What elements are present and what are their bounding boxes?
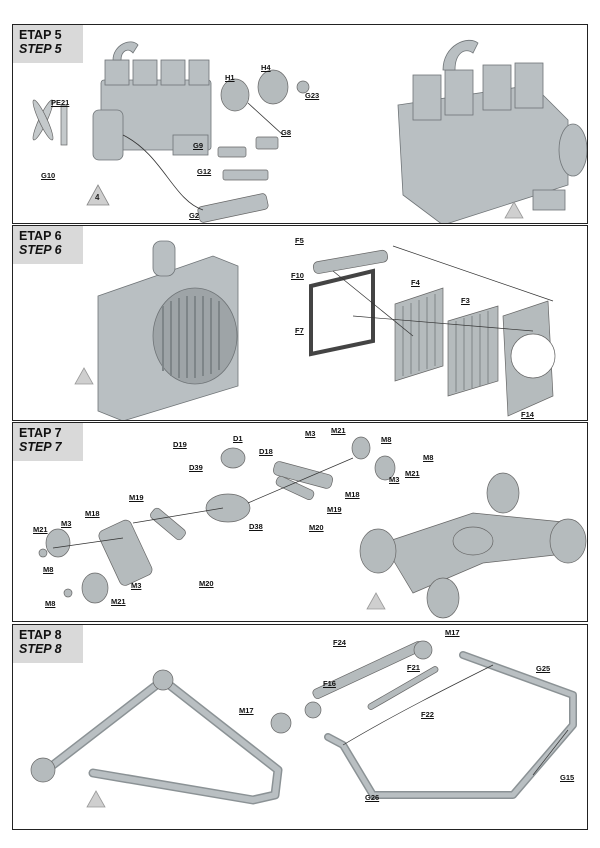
part-label: M8	[45, 599, 56, 608]
part-label: D1	[233, 434, 243, 443]
part-label: M17	[445, 628, 460, 637]
axle-assembly-illustration	[38, 436, 587, 619]
callout-number: 4	[95, 193, 100, 202]
part-label: H4	[261, 63, 271, 72]
part-label: D19	[173, 440, 187, 449]
step-6-header: ETAP 6 STEP 6	[13, 226, 83, 264]
part-label: M8	[43, 565, 54, 574]
part-label: M3	[305, 429, 316, 438]
part-label: M18	[345, 490, 360, 499]
part-label: D39	[189, 463, 203, 472]
part-label: M8	[381, 435, 392, 444]
callout-triangle-icon	[86, 184, 110, 206]
part-label: M21	[405, 469, 420, 478]
part-label: M21	[33, 525, 48, 534]
result-triangle-icon	[504, 201, 524, 219]
step-7-panel: ETAP 7 STEP 7	[12, 422, 588, 622]
part-label: G23	[305, 91, 320, 100]
result-triangle-icon	[74, 367, 94, 385]
step-5-panel: ETAP 5 STEP 5	[12, 24, 588, 224]
part-label: M3	[131, 581, 142, 590]
part-label: D38	[249, 522, 263, 531]
part-label: F24	[333, 638, 346, 647]
part-label: M17	[239, 706, 254, 715]
engine-assembly-illustration	[32, 39, 587, 223]
part-label: F4	[411, 278, 420, 287]
part-label: M21	[331, 426, 346, 435]
step-label: STEP 6	[19, 243, 62, 257]
part-label: PE21	[51, 98, 70, 107]
part-label: F5	[295, 236, 304, 245]
part-label: G12	[197, 167, 212, 176]
part-label: M3	[61, 519, 72, 528]
part-label: G9	[193, 141, 204, 150]
part-label: F22	[421, 710, 434, 719]
step-label: STEP 5	[19, 42, 62, 56]
part-label: M20	[199, 579, 214, 588]
part-label: M19	[327, 505, 342, 514]
part-label: M20	[309, 523, 324, 532]
step-7-header: ETAP 7 STEP 7	[13, 423, 83, 461]
part-label: G26	[365, 793, 380, 802]
part-label: F16	[323, 679, 336, 688]
part-label: M8	[423, 453, 434, 462]
step-6-panel: ETAP 6 STEP 6	[12, 225, 588, 421]
part-label: F14	[521, 410, 534, 419]
part-label: H1	[225, 73, 235, 82]
part-label: D18	[259, 447, 273, 456]
part-label: F3	[461, 296, 470, 305]
part-label: F7	[295, 326, 304, 335]
part-label: G25	[536, 664, 551, 673]
part-label: G2	[189, 211, 200, 220]
etap-label: ETAP 7	[19, 426, 62, 440]
radiator-assembly-illustration	[97, 240, 556, 420]
part-label: G15	[560, 773, 575, 782]
step-label: STEP 8	[19, 642, 62, 656]
part-label: G8	[281, 128, 292, 137]
part-label: M18	[85, 509, 100, 518]
result-triangle-icon	[366, 592, 386, 610]
etap-label: ETAP 6	[19, 229, 62, 243]
step-5-header: ETAP 5 STEP 5	[13, 25, 83, 63]
etap-label: ETAP 5	[19, 28, 62, 42]
etap-label: ETAP 8	[19, 628, 62, 642]
step-8-header: ETAP 8 STEP 8	[13, 625, 83, 663]
step-8-panel: ETAP 8 STEP 8	[12, 624, 588, 830]
result-triangle-icon	[86, 790, 106, 808]
part-label: F10	[291, 271, 304, 280]
part-label: M19	[129, 493, 144, 502]
part-label: F21	[407, 663, 420, 672]
part-label: G10	[41, 171, 56, 180]
part-label: M3	[389, 475, 400, 484]
steering-frame-illustration	[30, 640, 577, 805]
step-label: STEP 7	[19, 440, 62, 454]
part-label: M21	[111, 597, 126, 606]
